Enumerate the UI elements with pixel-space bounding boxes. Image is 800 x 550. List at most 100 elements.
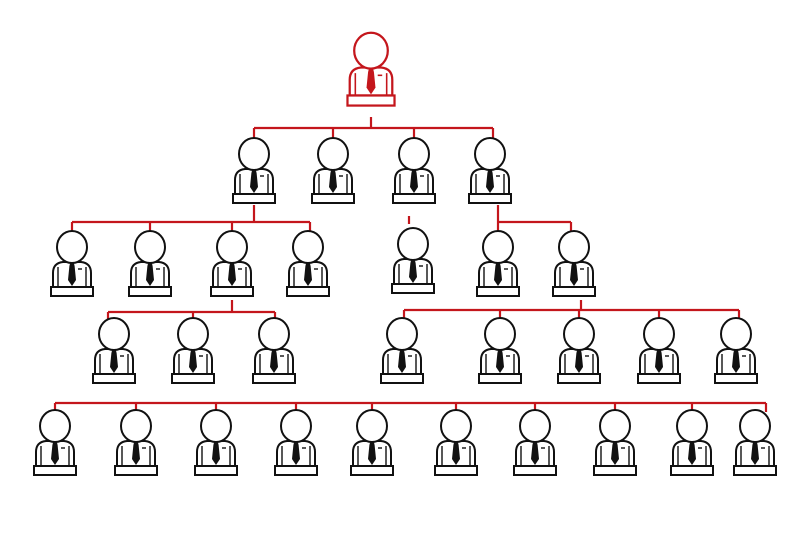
person-head <box>258 317 290 351</box>
person-head <box>563 317 595 351</box>
tie-icon <box>570 262 578 286</box>
tie-icon <box>270 349 278 373</box>
tie-icon <box>110 349 118 373</box>
tie-icon <box>368 441 376 465</box>
nameplate <box>557 373 601 384</box>
nameplate <box>252 373 296 384</box>
person-head <box>56 230 88 264</box>
person-lapels <box>281 446 311 466</box>
person-head <box>120 409 152 443</box>
nameplate <box>392 193 436 204</box>
nameplate <box>733 465 777 476</box>
person-head <box>558 230 590 264</box>
person-head <box>599 409 631 443</box>
tie-icon <box>531 441 539 465</box>
person-lapels <box>475 174 505 194</box>
nameplate <box>391 283 435 294</box>
tie-icon <box>575 349 583 373</box>
person-head <box>440 409 472 443</box>
businessman-icon <box>252 317 296 384</box>
nameplate <box>194 465 238 476</box>
nameplate <box>50 286 94 297</box>
person-head <box>643 317 675 351</box>
people-nodes <box>33 31 777 476</box>
tie-icon <box>409 259 417 283</box>
person-head <box>177 317 209 351</box>
person-lapels <box>399 174 429 194</box>
tie-icon <box>146 262 154 286</box>
nameplate <box>380 373 424 384</box>
tie-icon <box>366 67 376 95</box>
tie-icon <box>751 441 759 465</box>
nameplate <box>346 94 396 107</box>
tie-icon <box>655 349 663 373</box>
person-head <box>317 137 349 171</box>
person-lapels <box>259 354 289 374</box>
nameplate <box>33 465 77 476</box>
nameplate <box>468 193 512 204</box>
nameplate <box>350 465 394 476</box>
leader-businessman-icon <box>346 31 396 107</box>
person-lapels <box>217 267 247 287</box>
businessman-icon <box>92 317 136 384</box>
businessman-icon <box>513 409 557 476</box>
businessman-icon <box>210 230 254 297</box>
tie-icon <box>132 441 140 465</box>
tie-icon <box>410 169 418 193</box>
businessman-icon <box>670 409 714 476</box>
businessman-icon <box>286 230 330 297</box>
businessman-icon <box>171 317 215 384</box>
person-head <box>216 230 248 264</box>
tie-icon <box>486 169 494 193</box>
person-lapels <box>357 446 387 466</box>
person-lapels <box>559 267 589 287</box>
businessman-icon <box>476 230 520 297</box>
nameplate <box>476 286 520 297</box>
person-head <box>98 317 130 351</box>
tie-icon <box>329 169 337 193</box>
person-head <box>739 409 771 443</box>
businessman-icon <box>557 317 601 384</box>
businessman-icon <box>637 317 681 384</box>
tie-icon <box>212 441 220 465</box>
person-lapels <box>387 354 417 374</box>
person-lapels <box>398 264 428 284</box>
person-head <box>398 137 430 171</box>
tie-icon <box>452 441 460 465</box>
nameplate <box>434 465 478 476</box>
businessman-icon <box>468 137 512 204</box>
person-lapels <box>677 446 707 466</box>
tie-icon <box>68 262 76 286</box>
person-lapels <box>57 267 87 287</box>
person-head <box>386 317 418 351</box>
nameplate <box>714 373 758 384</box>
person-head <box>280 409 312 443</box>
nameplate <box>210 286 254 297</box>
businessman-icon <box>733 409 777 476</box>
tie-icon <box>398 349 406 373</box>
person-head <box>238 137 270 171</box>
person-head <box>356 409 388 443</box>
person-lapels <box>40 446 70 466</box>
nameplate <box>92 373 136 384</box>
businessman-icon <box>478 317 522 384</box>
businessman-icon <box>350 409 394 476</box>
tie-icon <box>228 262 236 286</box>
nameplate <box>513 465 557 476</box>
nameplate <box>552 286 596 297</box>
tie-icon <box>688 441 696 465</box>
nameplate <box>114 465 158 476</box>
person-head <box>474 137 506 171</box>
nameplate <box>311 193 355 204</box>
tie-icon <box>494 262 502 286</box>
person-lapels <box>354 73 388 96</box>
tie-icon <box>732 349 740 373</box>
businessman-icon <box>714 317 758 384</box>
person-lapels <box>239 174 269 194</box>
nameplate <box>128 286 172 297</box>
person-lapels <box>564 354 594 374</box>
person-lapels <box>721 354 751 374</box>
person-lapels <box>318 174 348 194</box>
person-lapels <box>293 267 323 287</box>
person-head <box>397 227 429 261</box>
